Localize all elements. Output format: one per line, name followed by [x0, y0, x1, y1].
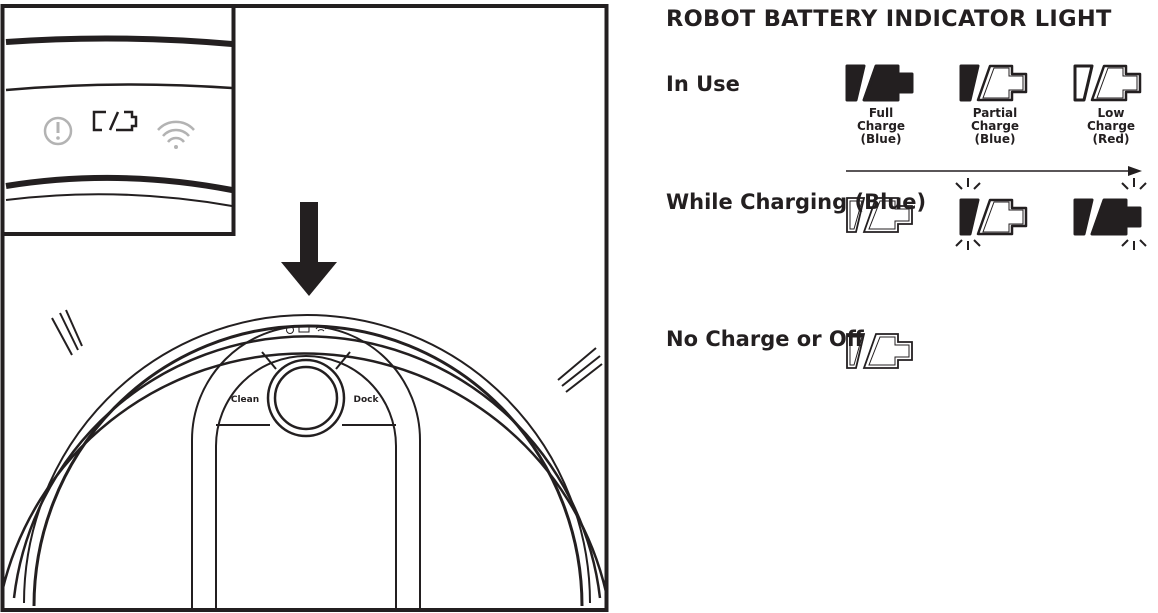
caption-partial-charge: Partial Charge (Blue)	[970, 106, 1020, 146]
battery-low-icon	[1073, 64, 1142, 102]
zoom-inset	[0, 4, 236, 236]
battery-partial-icon	[959, 64, 1028, 102]
battery-off-icon	[846, 333, 913, 369]
robot-diagram: Clean Dock	[0, 4, 609, 612]
warning-icon	[43, 116, 73, 146]
power-knob	[266, 358, 346, 438]
row-label-in-use: In Use	[666, 72, 740, 96]
row-label-while-charging: While Charging (Blue)	[666, 190, 927, 214]
caption-low-charge: Low Charge (Red)	[1086, 106, 1136, 146]
control-panel	[191, 325, 421, 612]
indicator-arrow	[281, 202, 337, 296]
progression-arrow	[846, 166, 1142, 176]
battery-blinking-partial-icon	[955, 178, 1028, 250]
dock-button-label: Dock	[354, 395, 380, 405]
legend-heading: ROBOT BATTERY INDICATOR LIGHT	[666, 6, 1112, 32]
caption-full-charge: Full Charge (Blue)	[856, 106, 906, 146]
wifi-icon	[157, 120, 195, 149]
side-brush-left	[51, 309, 83, 356]
battery-full-icon	[845, 64, 914, 102]
battery-blinking-full-icon	[1073, 178, 1147, 250]
side-brush-right	[557, 347, 603, 393]
robot-status-icons	[286, 325, 327, 334]
battery-icon	[92, 110, 138, 132]
row-label-no-charge: No Charge or Off	[666, 327, 864, 351]
robot-body	[0, 314, 608, 607]
clean-button-label: Clean	[231, 395, 259, 405]
battery-empty-icon	[846, 197, 913, 233]
